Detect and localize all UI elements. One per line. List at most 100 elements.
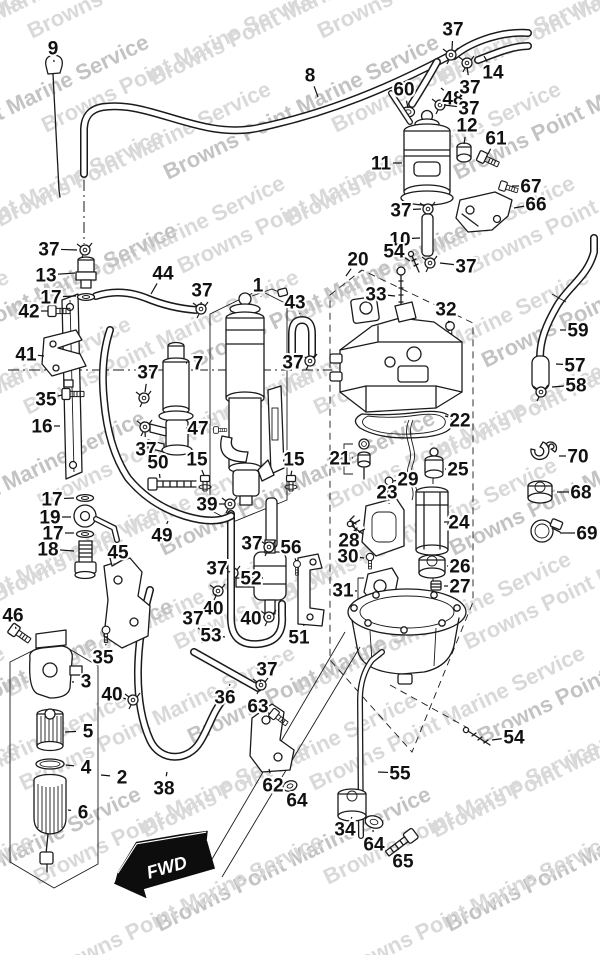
part-label-44: 44 bbox=[152, 264, 174, 285]
part-label-60: 60 bbox=[393, 80, 414, 101]
screw-28 bbox=[346, 520, 364, 535]
leader-line bbox=[228, 683, 231, 687]
part-label-59: 59 bbox=[567, 321, 588, 342]
leader-line bbox=[199, 627, 203, 631]
part-label-28: 28 bbox=[338, 531, 359, 552]
callout-37: 37 bbox=[204, 557, 231, 582]
callout-60: 60 bbox=[391, 78, 417, 109]
callout-43: 43 bbox=[282, 291, 307, 316]
part-label-12: 12 bbox=[456, 116, 477, 137]
callout-44: 44 bbox=[150, 262, 176, 295]
part-label-17: 17 bbox=[40, 288, 61, 309]
callout-50: 50 bbox=[145, 451, 171, 479]
assembly-box-1 bbox=[209, 289, 288, 523]
callout-14: 14 bbox=[480, 55, 506, 86]
fuel-pipe-36 bbox=[190, 648, 262, 692]
fuel-pump-24 bbox=[415, 486, 449, 556]
part-label-37: 37 bbox=[458, 99, 479, 120]
part-label-35: 35 bbox=[35, 390, 57, 411]
leader-line bbox=[405, 100, 409, 109]
callout-3: 3 bbox=[71, 670, 93, 695]
callout-37: 37 bbox=[189, 279, 215, 306]
part-label-4: 4 bbox=[81, 758, 92, 779]
callout-37: 37 bbox=[36, 238, 78, 263]
grommet-68 bbox=[527, 480, 553, 504]
leader-line bbox=[359, 556, 365, 559]
part-label-54: 54 bbox=[383, 242, 405, 263]
part-label-64: 64 bbox=[286, 791, 308, 812]
callout-15: 15 bbox=[184, 448, 210, 476]
bracket-51 bbox=[297, 553, 325, 627]
clamp-70 bbox=[530, 441, 558, 461]
part-label-65: 65 bbox=[392, 852, 414, 873]
washer-64b bbox=[282, 780, 298, 792]
callout-30: 30 bbox=[335, 545, 365, 570]
callout-40: 40 bbox=[238, 607, 265, 632]
filter-element-5 bbox=[36, 708, 64, 752]
leader-line bbox=[491, 738, 503, 741]
part-label-53: 53 bbox=[200, 626, 221, 647]
part-label-50: 50 bbox=[147, 453, 168, 474]
part-label-40: 40 bbox=[101, 685, 122, 706]
part-label-37: 37 bbox=[137, 363, 158, 384]
pin-54-upper bbox=[407, 250, 420, 273]
callout-35: 35 bbox=[33, 388, 63, 413]
hose-sleeve-57 bbox=[531, 355, 550, 391]
callout-42: 42 bbox=[16, 300, 48, 325]
part-label-68: 68 bbox=[570, 483, 591, 504]
leader-line bbox=[267, 712, 271, 715]
fuel-hose-59 bbox=[536, 234, 598, 362]
callout-54: 54 bbox=[381, 240, 411, 265]
clamp-69 bbox=[530, 518, 564, 543]
fuel-rail-16 bbox=[61, 293, 83, 480]
part-label-57: 57 bbox=[564, 356, 585, 377]
part-label-49: 49 bbox=[151, 526, 172, 547]
callout-6: 6 bbox=[67, 801, 90, 826]
part-label-37: 37 bbox=[206, 559, 227, 580]
fwd-arrow: FWD bbox=[113, 830, 216, 899]
callout-26: 26 bbox=[447, 555, 473, 580]
leader-line bbox=[443, 104, 458, 108]
filter-cup-6 bbox=[33, 773, 67, 873]
callout-57: 57 bbox=[555, 354, 588, 379]
part-label-11: 11 bbox=[371, 154, 392, 175]
part-label-32: 32 bbox=[435, 300, 456, 321]
part-label-17: 17 bbox=[41, 490, 62, 511]
part-label-67: 67 bbox=[520, 177, 541, 198]
callout-37: 37 bbox=[439, 255, 479, 280]
tie-rod-9 bbox=[45, 54, 63, 198]
part-label-8: 8 bbox=[305, 66, 316, 87]
callout-58: 58 bbox=[551, 374, 589, 399]
part-label-37: 37 bbox=[241, 534, 262, 555]
callout-45: 45 bbox=[105, 541, 131, 566]
part-label-26: 26 bbox=[449, 557, 470, 578]
leader-line bbox=[62, 295, 77, 298]
part-label-52: 52 bbox=[240, 569, 261, 590]
callout-37: 37 bbox=[135, 361, 161, 393]
callout-13: 13 bbox=[33, 264, 76, 289]
leader-line bbox=[345, 268, 352, 277]
part-label-3: 3 bbox=[81, 672, 92, 693]
callout-16: 16 bbox=[29, 415, 60, 440]
callout-19: 19 bbox=[37, 506, 71, 531]
leader-line bbox=[144, 383, 147, 393]
part-label-40: 40 bbox=[202, 599, 223, 620]
leader-line bbox=[397, 847, 400, 851]
leader-line bbox=[439, 262, 455, 266]
callout-25: 25 bbox=[445, 458, 471, 483]
part-label-10: 10 bbox=[389, 230, 410, 251]
callout-11: 11 bbox=[369, 152, 402, 177]
callout-2: 2 bbox=[100, 766, 129, 791]
part-label-46: 46 bbox=[2, 606, 23, 627]
callout-37: 37 bbox=[239, 532, 264, 557]
leader-line bbox=[259, 679, 262, 683]
part-label-66: 66 bbox=[525, 195, 546, 216]
pump-body-pan bbox=[347, 588, 467, 685]
callout-21: 21 bbox=[327, 447, 353, 472]
callout-64: 64 bbox=[361, 829, 387, 858]
washer-17 bbox=[75, 493, 95, 503]
part-label-9: 9 bbox=[48, 39, 59, 60]
o-ring-4 bbox=[35, 758, 65, 770]
